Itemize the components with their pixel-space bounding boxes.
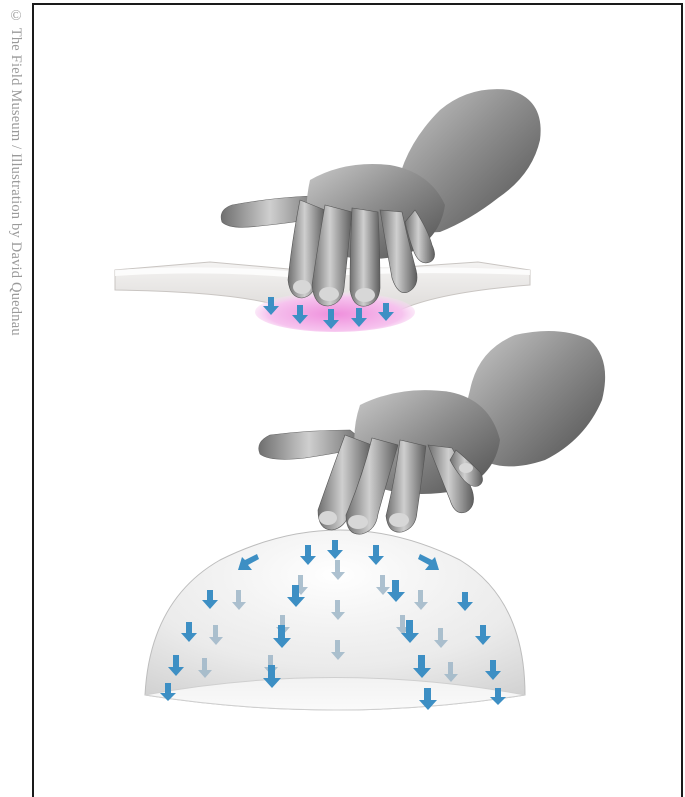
flat-plate-scene	[115, 89, 541, 332]
hand-lower	[259, 331, 605, 534]
dome-scene	[145, 331, 605, 710]
